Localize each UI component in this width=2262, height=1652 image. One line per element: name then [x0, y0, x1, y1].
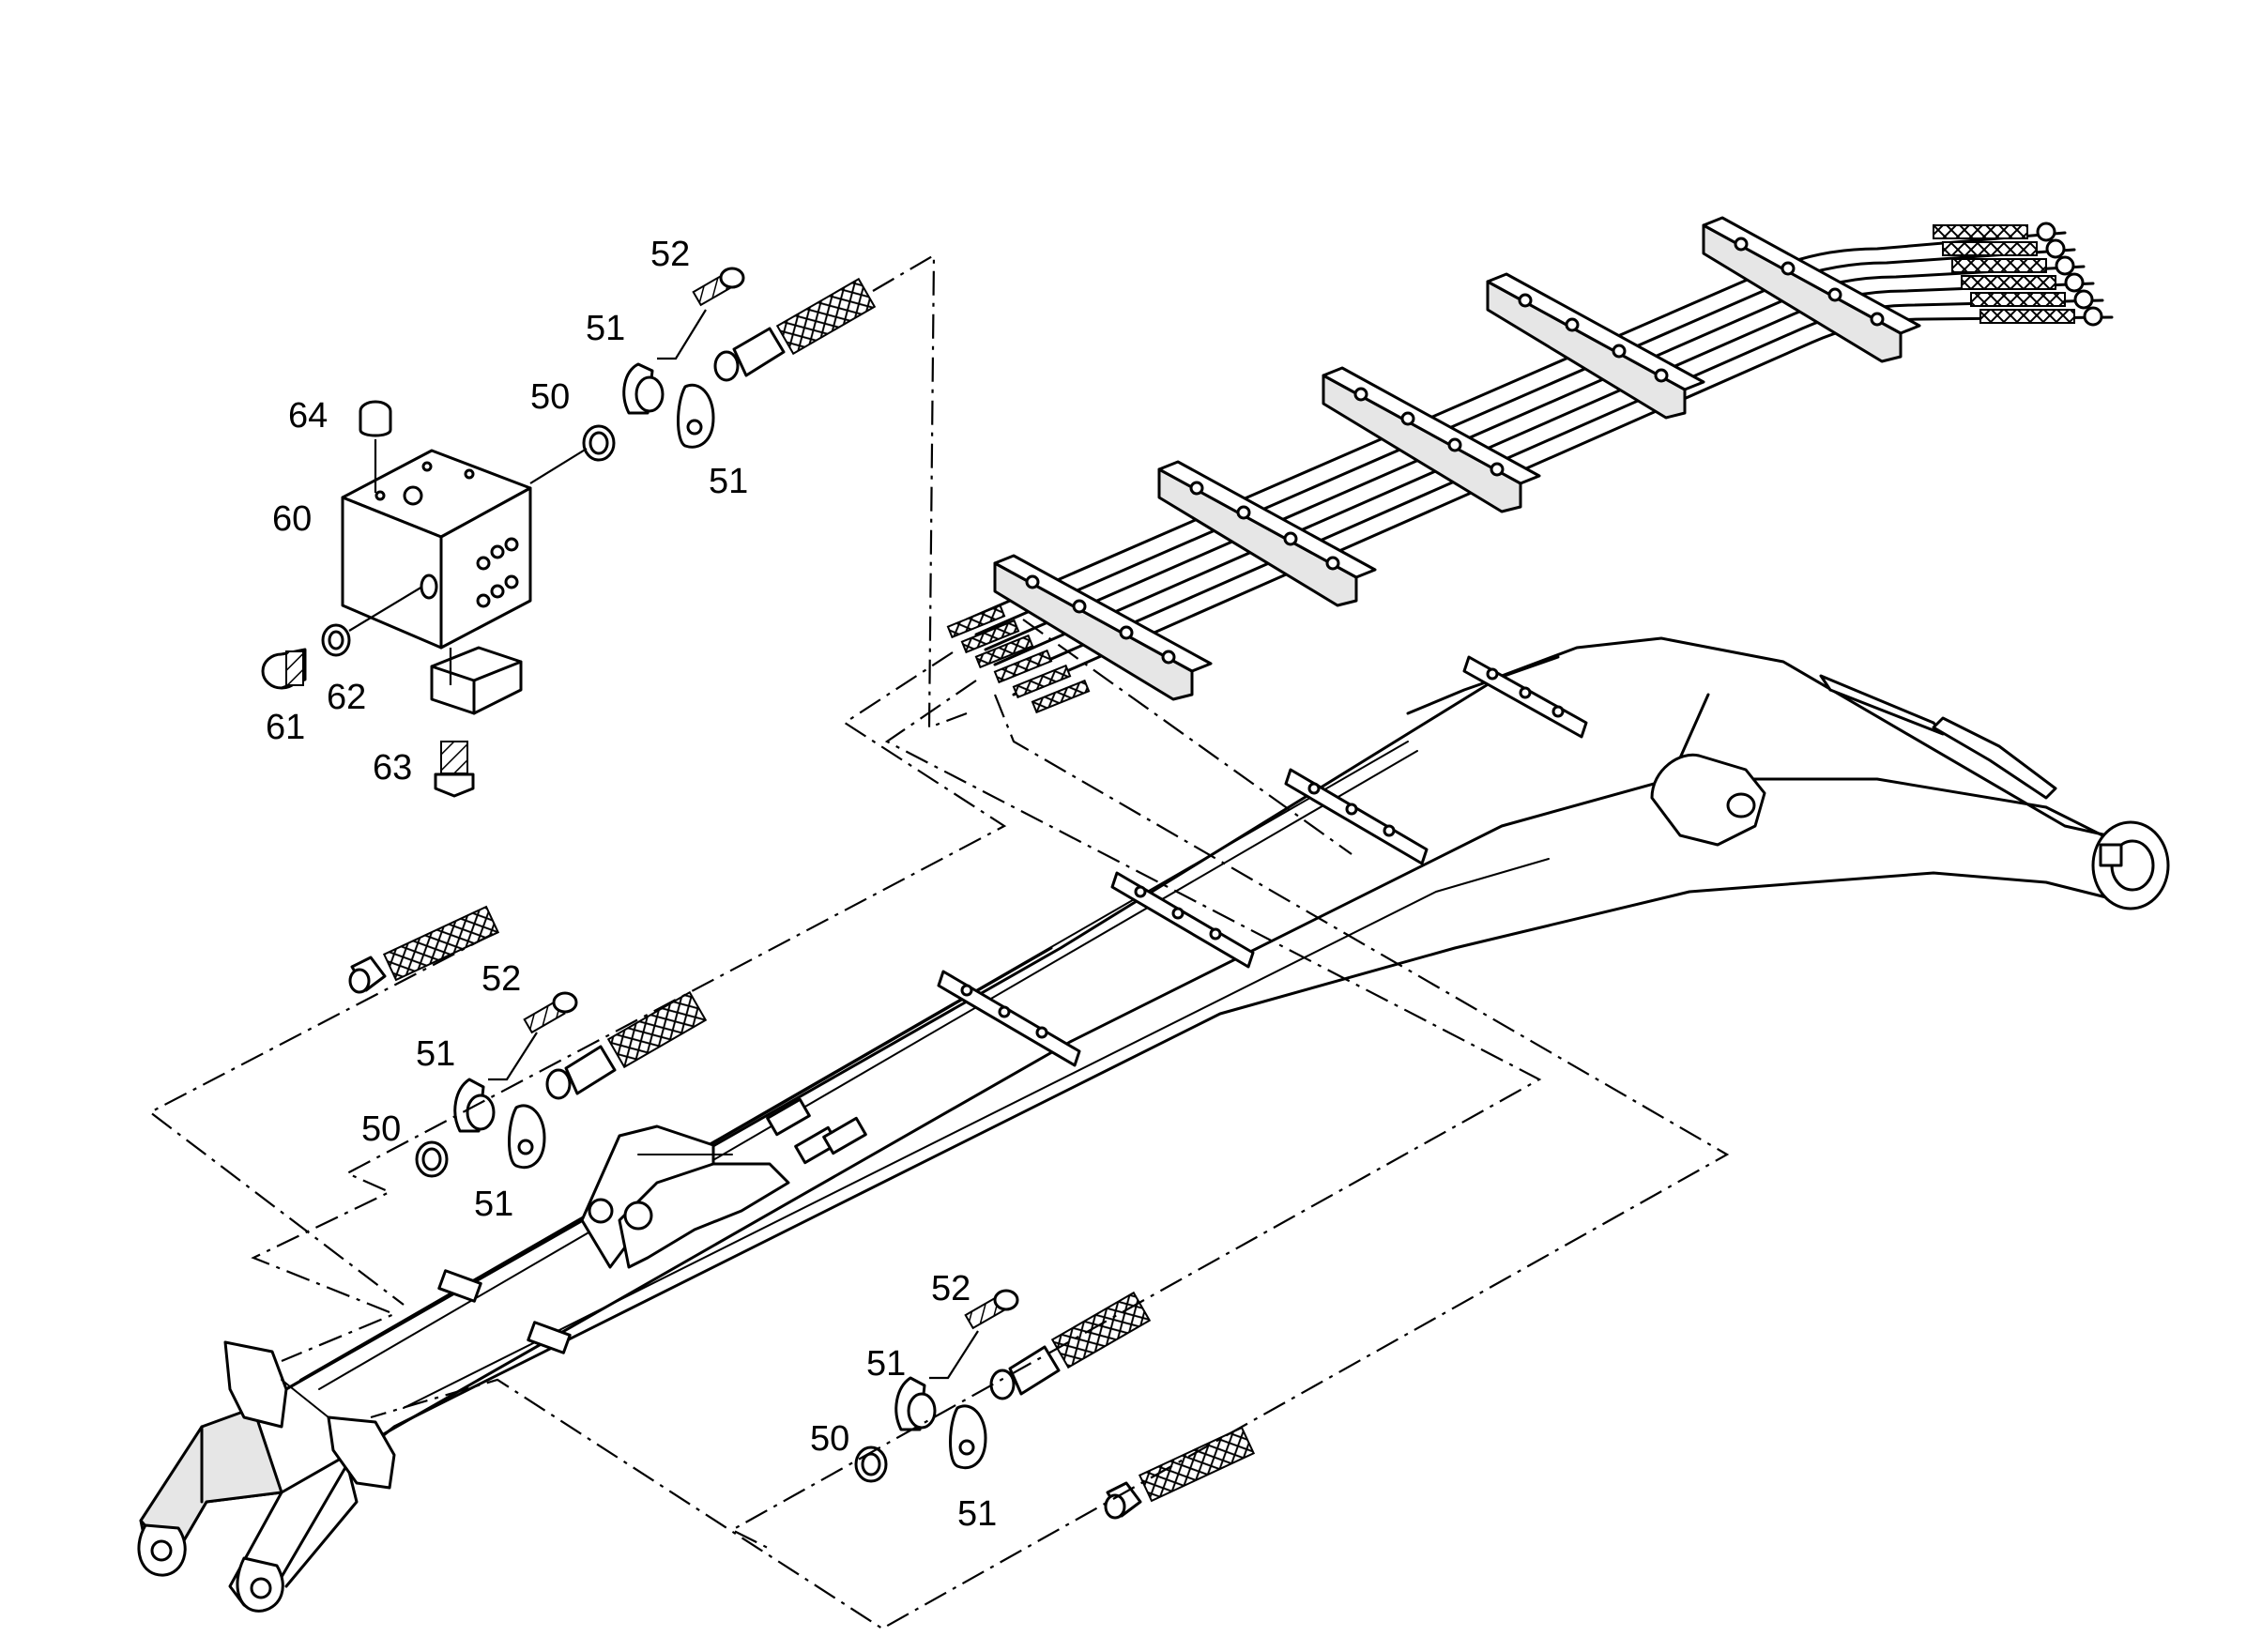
- clamp-bar: [937, 970, 1081, 1067]
- flange-half-51: [677, 383, 715, 449]
- callout-51: 51: [586, 309, 625, 348]
- boom-arm: [137, 636, 2170, 1613]
- oring-50: [582, 424, 616, 462]
- plug-64: [359, 400, 392, 493]
- hose-fitting: [989, 1291, 1152, 1400]
- callout-60: 60: [272, 499, 312, 539]
- boom-clamp-bars: [223, 655, 1588, 1490]
- fitting-assembly-bottom: [854, 1289, 1256, 1520]
- front-block-plate: [223, 1340, 396, 1490]
- hose-fitting-straight: [348, 905, 500, 994]
- hose-fitting: [713, 277, 877, 382]
- flange-half-51: [508, 1104, 546, 1169]
- bracket: [430, 646, 523, 715]
- clamp-bar: [1284, 768, 1429, 865]
- bundle-clamp: [1322, 366, 1541, 513]
- clamp-bar: [1462, 655, 1588, 739]
- callout-51: 51: [957, 1494, 997, 1534]
- callout-52: 52: [931, 1269, 971, 1308]
- callouts: 52 51 50 51 64 60 62 61 63 52 51 50 51 5…: [266, 235, 997, 1534]
- hose-fitting: [545, 990, 708, 1100]
- flange-half-51: [949, 1404, 987, 1469]
- pipe-bundle: [946, 216, 2114, 714]
- callout-51: 51: [416, 1034, 455, 1074]
- callout-52: 52: [650, 235, 690, 274]
- callout-50: 50: [361, 1109, 401, 1149]
- hose-fittings-right: [2036, 222, 2103, 327]
- small-clip: [822, 1116, 867, 1155]
- clamp-bolts: [1025, 237, 1885, 665]
- callout-62: 62: [327, 678, 366, 717]
- callout-51: 51: [474, 1185, 513, 1224]
- clamp-bar: [1110, 871, 1255, 969]
- fitting-assembly-mid: [348, 905, 708, 1178]
- small-clip: [766, 1097, 811, 1137]
- assembly-lines: [147, 253, 1730, 1630]
- fitting-assembly-top: [529, 267, 877, 484]
- hose-ends-right: [1933, 224, 2075, 324]
- bolt-52: [964, 1289, 1019, 1330]
- callout-50: 50: [810, 1419, 849, 1459]
- callout-51: 51: [866, 1344, 906, 1384]
- flange-half-51: [453, 1078, 496, 1133]
- hose-ends-left: [946, 604, 1091, 714]
- bolt-52: [523, 991, 578, 1034]
- oring-50: [415, 1140, 449, 1178]
- plug-61: [261, 648, 307, 690]
- valve-block: [341, 449, 532, 650]
- callout-52: 52: [481, 959, 521, 999]
- flange-half-51: [622, 362, 665, 415]
- bolt-63: [434, 741, 475, 798]
- callout-51: 51: [709, 462, 748, 501]
- small-clip: [437, 1269, 482, 1303]
- flange-half-51: [894, 1376, 937, 1431]
- small-clip: [527, 1321, 572, 1354]
- hose-fitting-straight: [1104, 1426, 1256, 1520]
- bolt-52: [692, 267, 745, 307]
- callout-50: 50: [530, 377, 570, 417]
- callout-61: 61: [266, 708, 305, 747]
- callout-63: 63: [373, 748, 412, 788]
- washer-62: [321, 586, 423, 657]
- callout-64: 64: [288, 396, 328, 436]
- oring-50: [854, 1446, 888, 1483]
- valve-block-assembly: [261, 400, 532, 798]
